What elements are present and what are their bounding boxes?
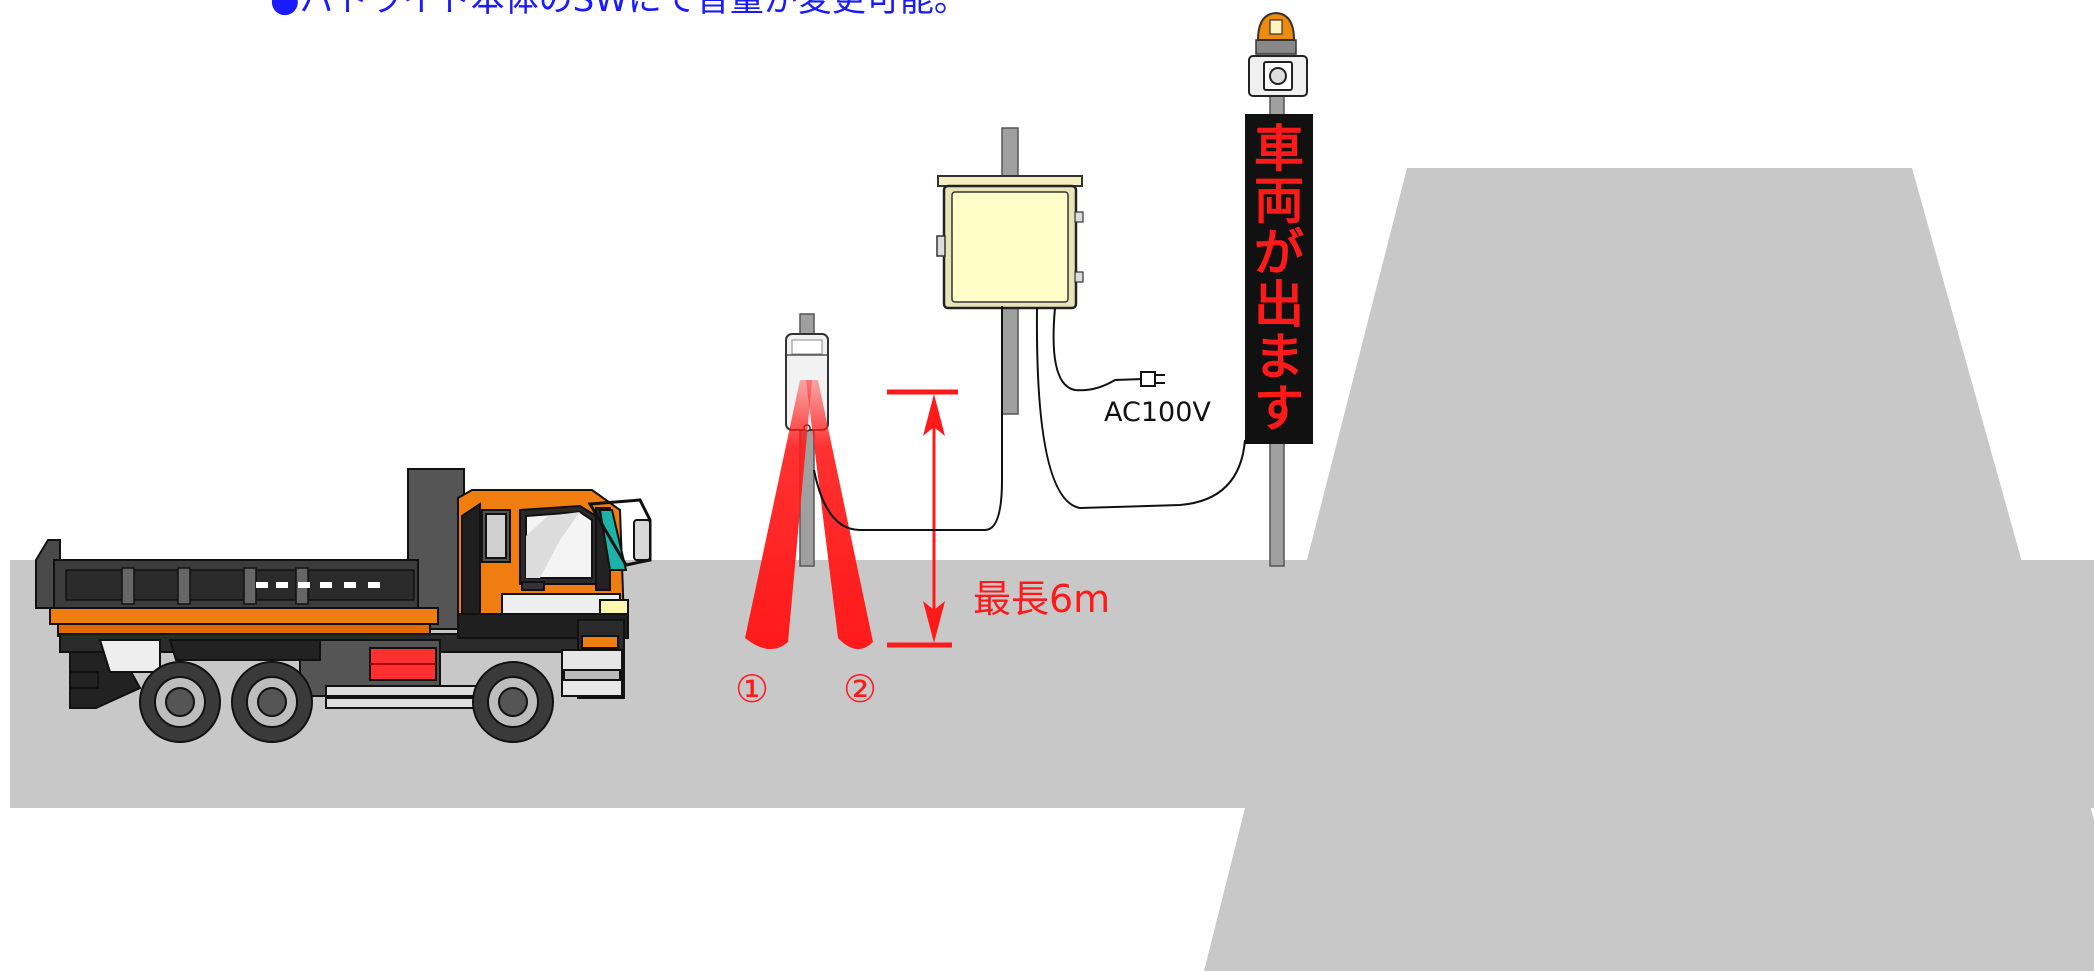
sign-char-1: 車 [1254,120,1304,178]
raised-ground [1204,168,2094,971]
infrared-beams [745,380,873,650]
wheels [139,661,554,743]
sign-char-3: が [1254,224,1304,282]
sign-char-6: す [1254,380,1304,438]
speaker-icon [1248,55,1308,97]
arrow-down-icon [923,601,945,643]
headline-note: ●パトライト本体のSWにて音量が変更可能。 [270,0,968,20]
mirror [633,519,651,561]
sensor-cable [813,306,1003,531]
sign-char-5: ま [1254,328,1304,386]
power-plug-icon [1140,371,1165,387]
led-sign-text: 車 両 が 出 ま す [1254,120,1304,438]
dump-bed-floor [49,607,439,625]
arrow-up-icon [923,394,945,436]
beam-1 [745,380,812,650]
range-label: 最長6m [973,577,1110,621]
cables [813,306,1246,531]
wheel-rear-1 [139,661,221,743]
power-label: AC100V [1104,397,1211,428]
dump-truck-illustration [35,468,652,743]
wheel-front [472,661,554,743]
sign-post: 車 両 が 出 ま す [1245,11,1313,567]
beam-2 [806,380,873,650]
led-sign-board [1245,114,1313,444]
sign-char-4: 出 [1254,276,1304,334]
beam-2-label: ② [843,667,877,711]
sign-cable [1035,307,1246,510]
power-cable [1052,307,1144,392]
rotating-warning-light-icon [1255,11,1297,55]
controller-box [936,127,1084,415]
sign-char-2: 両 [1254,172,1304,230]
range-dimension [887,389,958,648]
controller-screen [951,191,1069,303]
beam-1-label: ① [735,667,769,711]
wheel-rear-2 [231,661,313,743]
